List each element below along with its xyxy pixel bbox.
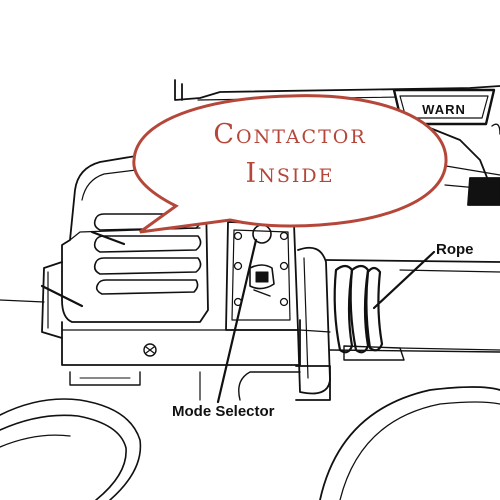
control-bolt-br — [279, 297, 289, 307]
right-lower-arc — [319, 386, 500, 500]
bubble-shape — [132, 94, 448, 234]
mode-selector-knob — [249, 224, 275, 297]
left-bracket — [0, 299, 45, 303]
top-housing — [174, 79, 500, 101]
rope-pointer-line — [372, 250, 436, 310]
drum-lower-band — [343, 345, 405, 361]
left-end-cap — [41, 261, 63, 339]
rope-coils — [333, 264, 384, 354]
contactor-callout-bubble: Contactor Inside — [132, 94, 448, 234]
motor-ribs — [93, 213, 202, 295]
drum-flange-face — [299, 329, 331, 333]
right-lower-arc-2 — [339, 401, 500, 500]
callout-pointers — [40, 230, 436, 404]
drum-body-top — [325, 259, 500, 263]
control-bolt-ml — [233, 261, 243, 271]
right-cap — [467, 177, 500, 206]
control-bolt-mr — [279, 261, 289, 271]
base-plate — [61, 319, 301, 366]
bubble-line-2: Inside — [246, 158, 335, 189]
left-pointer-line — [40, 284, 84, 308]
drum-flange-left — [297, 246, 331, 395]
motor-housing-inner — [81, 167, 153, 201]
logo-side-mark — [491, 123, 500, 135]
winch-drawing: WARN — [0, 79, 500, 500]
left-pointer-line-2 — [90, 230, 126, 246]
control-bolt-tl — [233, 231, 243, 241]
warn-logo: WARN — [392, 88, 496, 126]
mode-selector-label: Mode Selector — [172, 403, 275, 420]
drum-right-frame — [399, 269, 500, 351]
lower-left-cable-2 — [0, 414, 127, 500]
rope-label: Rope — [436, 241, 474, 258]
drum-flange-left-inner — [303, 257, 309, 379]
left-base-curve — [238, 371, 301, 401]
control-bolt-tr — [279, 231, 289, 241]
lower-foot — [69, 371, 141, 386]
warn-logo-text: WARN — [422, 102, 466, 117]
drum-flange-bottom — [295, 365, 331, 401]
right-body-rib-1 — [439, 164, 500, 176]
base-bolt — [143, 343, 157, 357]
mode-selector-pointer-line — [216, 238, 258, 404]
lower-left-cable-1 — [0, 398, 142, 500]
bubble-line-1: Contactor — [213, 119, 366, 150]
lower-left-cable-3 — [0, 434, 71, 448]
